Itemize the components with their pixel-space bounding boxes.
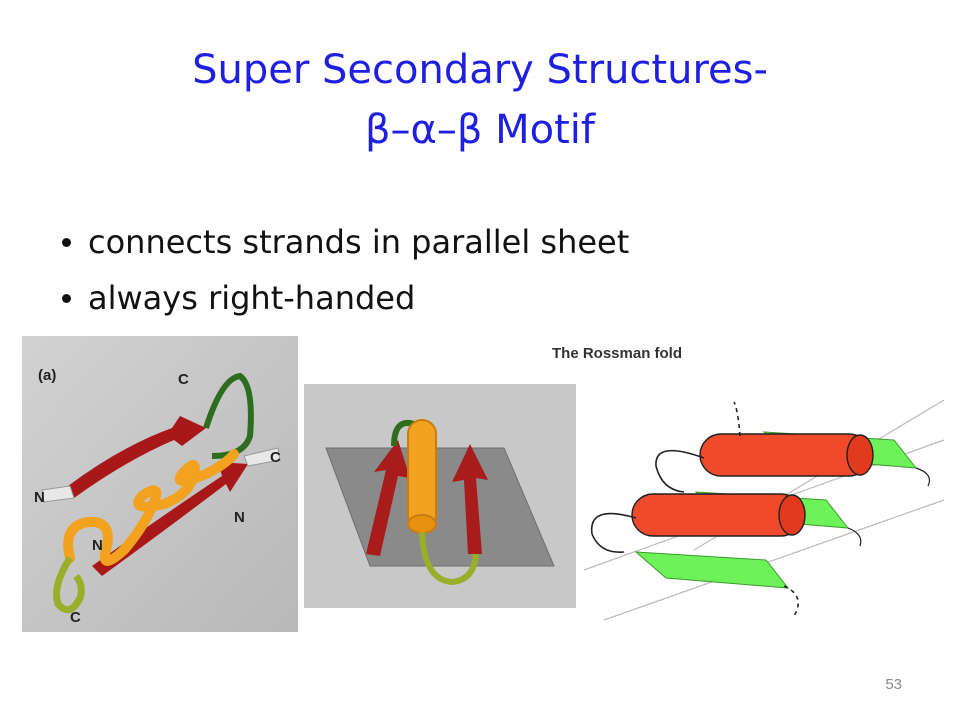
- terminus-label: C: [70, 609, 81, 626]
- rossman-fold-figure: The Rossman fold: [552, 345, 945, 621]
- bullet-item: always right-handed: [60, 270, 629, 326]
- panel-label: (a): [38, 367, 56, 384]
- bullet-list: connects strands in parallel sheet alway…: [60, 214, 629, 326]
- rossman-caption: The Rossman fold: [552, 345, 682, 362]
- beta-alpha-beta-ribbon-figure: (a) C C N N N C: [22, 336, 298, 632]
- page-number: 53: [885, 676, 902, 693]
- terminus-label: N: [92, 537, 103, 554]
- terminus-label: N: [234, 509, 245, 526]
- terminus-label: N: [34, 489, 45, 506]
- slide-title-line2: β–α–β Motif: [365, 107, 595, 153]
- slide-title-line1: Super Secondary Structures-: [192, 47, 768, 93]
- sheet-helix-figure: [304, 384, 576, 608]
- bullet-item: connects strands in parallel sheet: [60, 214, 629, 270]
- terminus-label: C: [178, 371, 189, 388]
- terminus-label: C: [270, 449, 281, 466]
